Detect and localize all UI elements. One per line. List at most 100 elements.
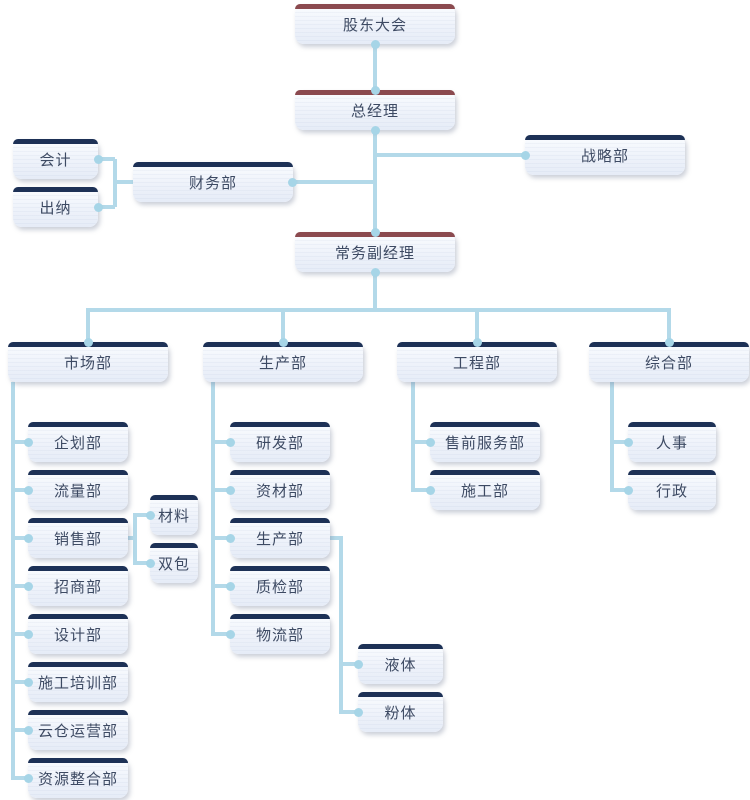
connector-dot [94, 155, 103, 164]
org-node-presales[interactable]: 售前服务部 [430, 422, 540, 462]
org-node-general-manager[interactable]: 总经理 [295, 90, 455, 130]
node-label: 行政 [655, 482, 688, 500]
connector-dot [371, 86, 380, 95]
connector-dot [371, 268, 380, 277]
org-node-hr[interactable]: 人事 [628, 422, 716, 462]
org-node-design[interactable]: 设计部 [28, 614, 128, 654]
org-node-production-sub[interactable]: 生产部 [230, 518, 330, 558]
node-label: 战略部 [580, 147, 629, 165]
org-node-cashier[interactable]: 出纳 [13, 187, 98, 227]
connector-line [375, 153, 525, 157]
org-node-accounting[interactable]: 会计 [13, 139, 98, 179]
org-node-investment[interactable]: 招商部 [28, 566, 128, 606]
connector-line [411, 488, 430, 492]
node-label: 股东大会 [342, 16, 407, 34]
org-node-strategy[interactable]: 战略部 [525, 135, 685, 175]
node-label: 会计 [39, 151, 72, 169]
org-node-liquid[interactable]: 液体 [358, 644, 443, 684]
connector-line [373, 272, 377, 312]
org-node-materials[interactable]: 材料 [150, 495, 198, 535]
org-node-finance[interactable]: 财务部 [133, 162, 293, 202]
connector-dot [24, 678, 33, 687]
org-node-construction[interactable]: 施工部 [430, 470, 540, 510]
node-label: 粉体 [384, 704, 417, 722]
connector-line [98, 157, 115, 161]
node-label: 企划部 [53, 434, 102, 452]
org-node-rnd[interactable]: 研发部 [230, 422, 330, 462]
org-node-material-supply[interactable]: 资材部 [230, 470, 330, 510]
connector-line [86, 308, 671, 312]
org-node-double-contract[interactable]: 双包 [150, 543, 198, 583]
connector-dot [24, 534, 33, 543]
node-label: 常务副经理 [334, 244, 415, 262]
connector-line [292, 180, 375, 184]
connector-dot [226, 582, 235, 591]
connector-dot [24, 726, 33, 735]
connector-dot [226, 486, 235, 495]
connector-dot [146, 511, 155, 520]
connector-line [373, 44, 377, 90]
connector-line [211, 584, 232, 588]
connector-line [11, 584, 30, 588]
connector-line [211, 536, 232, 540]
node-label: 云仓运营部 [37, 722, 118, 740]
connector-line [281, 308, 285, 342]
org-node-traffic[interactable]: 流量部 [28, 470, 128, 510]
connector-dot [426, 438, 435, 447]
org-node-admin[interactable]: 行政 [628, 470, 716, 510]
connector-dot [226, 534, 235, 543]
connector-dot [24, 486, 33, 495]
node-label: 质检部 [255, 578, 304, 596]
connector-line [128, 536, 137, 540]
connector-line [211, 488, 232, 492]
connector-line [133, 513, 137, 565]
connector-dot [371, 228, 380, 237]
connector-line [113, 180, 133, 184]
org-node-cloud-warehouse[interactable]: 云仓运营部 [28, 710, 128, 750]
connector-line [667, 308, 671, 342]
connector-line [211, 632, 232, 636]
connector-line [11, 440, 30, 444]
connector-line [373, 130, 377, 232]
org-node-powder[interactable]: 粉体 [358, 692, 443, 732]
node-label: 人事 [655, 434, 688, 452]
connector-dot [354, 660, 363, 669]
connector-line [98, 205, 115, 209]
node-label: 资材部 [255, 482, 304, 500]
org-node-planning[interactable]: 企划部 [28, 422, 128, 462]
org-node-resource-integration[interactable]: 资源整合部 [28, 758, 128, 798]
connector-dot [84, 338, 93, 347]
connector-line [11, 680, 30, 684]
node-label: 设计部 [53, 626, 102, 644]
org-node-construction-training[interactable]: 施工培训部 [28, 662, 128, 702]
connector-dot [426, 486, 435, 495]
connector-dot [24, 438, 33, 447]
connector-dot [473, 338, 482, 347]
node-label: 双包 [157, 555, 190, 573]
connector-dot [624, 486, 633, 495]
node-label: 出纳 [39, 199, 72, 217]
node-label: 生产部 [258, 354, 307, 372]
org-node-general-affairs[interactable]: 综合部 [589, 342, 749, 382]
connector-line [475, 308, 479, 342]
node-label: 施工培训部 [37, 674, 118, 692]
org-node-engineering[interactable]: 工程部 [397, 342, 557, 382]
node-label: 流量部 [53, 482, 102, 500]
org-node-deputy-gm[interactable]: 常务副经理 [295, 232, 455, 272]
connector-dot [354, 708, 363, 717]
org-node-production[interactable]: 生产部 [203, 342, 363, 382]
org-node-shareholders[interactable]: 股东大会 [295, 4, 455, 44]
connector-line [610, 440, 628, 444]
node-label: 总经理 [350, 102, 399, 120]
org-node-marketing[interactable]: 市场部 [8, 342, 168, 382]
connector-dot [24, 774, 33, 783]
connector-line [610, 488, 628, 492]
org-node-sales[interactable]: 销售部 [28, 518, 128, 558]
connector-line [411, 440, 430, 444]
node-label: 财务部 [188, 174, 237, 192]
org-node-quality[interactable]: 质检部 [230, 566, 330, 606]
node-label: 综合部 [644, 354, 693, 372]
org-node-logistics[interactable]: 物流部 [230, 614, 330, 654]
connector-line [339, 536, 343, 714]
connector-line [610, 382, 614, 492]
